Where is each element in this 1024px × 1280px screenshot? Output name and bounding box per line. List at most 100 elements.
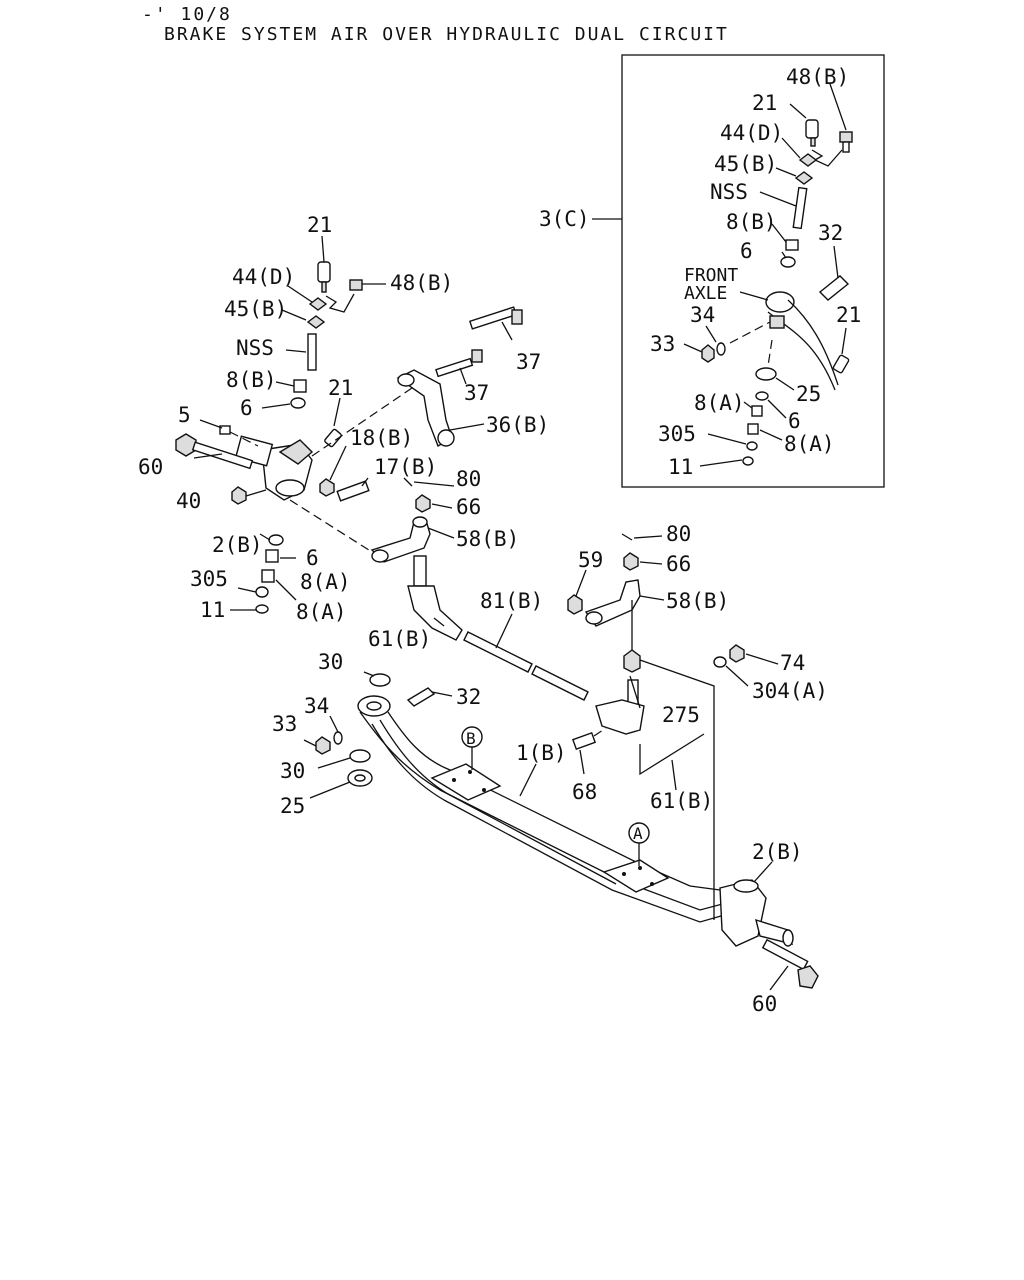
bushing-8a2 [261, 569, 275, 583]
bolt-60-left [175, 433, 254, 470]
label-25: 25 [280, 794, 305, 818]
bolt-37-short [435, 349, 483, 378]
connecting-line [639, 659, 715, 920]
inset-label-8b: 8(B) [726, 210, 777, 234]
tie-rod-end-61b-left [407, 555, 463, 641]
inset-bushing-8b [785, 239, 799, 251]
label-58b-left: 58(B) [456, 527, 519, 551]
label-81b: 81(B) [480, 589, 543, 613]
label-44d: 44(D) [232, 265, 295, 289]
bolt-37-long [469, 306, 523, 330]
washer-30-lower [349, 749, 371, 763]
inset-bushing-8a1 [751, 405, 763, 417]
callout-3c: 3(C) [539, 207, 590, 231]
inset-washer-6 [780, 256, 796, 268]
inset-label-6b: 6 [788, 409, 801, 433]
label-34: 34 [304, 694, 329, 718]
inset-dash-34 [729, 321, 771, 344]
inset-label-45b: 45(B) [714, 152, 777, 176]
steering-knuckle-left [234, 435, 314, 501]
zerk-5 [219, 425, 231, 435]
inset-label-8a1: 8(A) [694, 391, 745, 415]
plate-44d [308, 297, 328, 311]
bolt-48b [349, 279, 363, 291]
inset-label-44d: 44(D) [720, 121, 783, 145]
label-40: 40 [176, 489, 201, 513]
inset-plate-45b [794, 171, 814, 185]
label-60-left: 60 [138, 455, 163, 479]
inset-sensor-21b [832, 354, 850, 374]
label-74: 74 [780, 651, 805, 675]
inset-label-11: 11 [668, 455, 693, 479]
label-30-upper: 30 [318, 650, 343, 674]
nut-18b [319, 478, 335, 497]
nut-59 [567, 594, 583, 615]
washer-6-lower [268, 534, 284, 546]
inset-pin-nss [792, 186, 808, 230]
inset-label-48b: 48(B) [786, 65, 849, 89]
sensor-21-upper [317, 261, 331, 283]
inset-axle-eye [765, 291, 795, 313]
label-32: 32 [456, 685, 481, 709]
steering-knuckle-right [719, 879, 794, 947]
label-18b: 18(B) [350, 426, 413, 450]
inset-detail: 3(C) 48(B) 21 44(D) 45(B) NSS 8(B) 6 32 … [539, 54, 885, 488]
label-59: 59 [578, 548, 603, 572]
nut-33 [315, 736, 331, 755]
label-304a: 304(A) [752, 679, 828, 703]
sensor-21-mid [324, 428, 342, 448]
label-37-lower: 37 [464, 381, 489, 405]
tie-rod-81b [463, 631, 589, 701]
label-58b-right: 58(B) [666, 589, 729, 613]
nut-74 [729, 644, 745, 663]
washer-6 [290, 397, 306, 409]
bolt-60-right [761, 938, 819, 989]
nut-66b [623, 552, 639, 571]
label-5: 5 [178, 403, 191, 427]
label-2b-right: 2(B) [752, 840, 803, 864]
clip-34 [333, 731, 343, 745]
label-80-left: 80 [456, 467, 481, 491]
inset-label-21: 21 [752, 91, 777, 115]
label-45b: 45(B) [224, 297, 287, 321]
label-36b: 36(B) [486, 413, 549, 437]
label-66-left: 66 [456, 495, 481, 519]
bolt-68 [571, 731, 597, 751]
label-305: 305 [190, 567, 228, 591]
inset-label-21b: 21 [836, 303, 861, 327]
main-assembly: 21 44(D) 48(B) 45(B) NSS 8(B) 6 5 21 37 … [138, 213, 828, 1016]
label-6-lower: 6 [306, 546, 319, 570]
steering-arm-36b [396, 369, 455, 448]
stud-17b [336, 480, 370, 502]
washer-30-upper [369, 673, 391, 687]
inset-label-33: 33 [650, 332, 675, 356]
label-17b: 17(B) [374, 455, 437, 479]
arm-58b-right [584, 579, 641, 627]
label-2b-left: 2(B) [212, 533, 263, 557]
inset-label-nss: NSS [710, 180, 748, 204]
inset-clip-34 [716, 342, 726, 356]
nut-66a [415, 494, 431, 513]
inset-plate-44d [798, 153, 818, 167]
inset-label-axle: AXLE [684, 283, 727, 304]
inset-washer-25 [755, 367, 777, 381]
inset-label-front: FRONT [684, 265, 738, 286]
label-6: 6 [240, 396, 253, 420]
inset-label-305: 305 [658, 422, 696, 446]
nut-275 [623, 649, 641, 673]
bushing-8a1 [265, 549, 279, 563]
inset-label-32: 32 [818, 221, 843, 245]
header-code: -' 10/8 [142, 4, 232, 25]
cotter-80a [403, 477, 413, 487]
label-1b: 1(B) [516, 741, 567, 765]
label-80-right: 80 [666, 522, 691, 546]
label-30-lower: 30 [280, 759, 305, 783]
label-21-upper: 21 [307, 213, 332, 237]
label-60-right: 60 [752, 992, 777, 1016]
label-8b: 8(B) [226, 368, 277, 392]
label-21-mid: 21 [328, 376, 353, 400]
inset-bolt-48b [839, 131, 853, 153]
inset-sensor-21 [805, 119, 819, 147]
inset-label-34: 34 [690, 303, 715, 327]
